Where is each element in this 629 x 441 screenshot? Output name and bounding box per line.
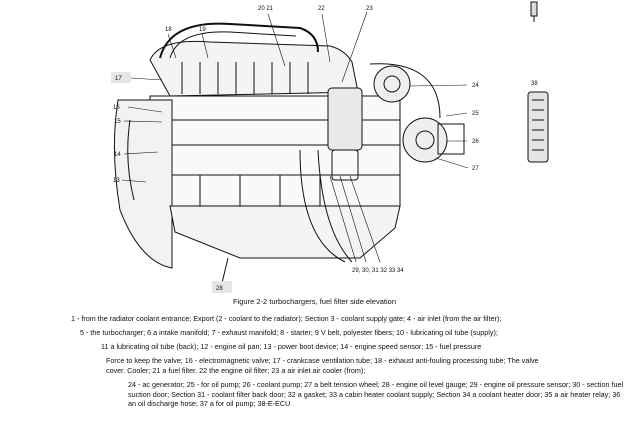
water-pump-pulley (402, 117, 448, 163)
legend-line-4: Force to keep the valve; 16 - electromag… (106, 356, 539, 365)
dipstick-part (530, 1, 538, 17)
callout-25: 25 (472, 111, 479, 117)
flywheel-housing (113, 99, 173, 269)
callout-22: 22 (318, 6, 325, 12)
callout-14: 14 (114, 152, 121, 158)
callout-18: 18 (165, 27, 172, 33)
generator-pulley (373, 65, 411, 103)
callout-23: 23 (366, 6, 373, 12)
fuel-filter (327, 87, 363, 151)
callout-15: 15 (114, 119, 121, 125)
legend-line-5: cover. Cooler; 21 a fuel filter. 22 the … (106, 366, 366, 375)
legend-line-2: 5 - the turbocharger; 6 a intake manifol… (80, 328, 498, 337)
engine-side-elevation-drawing: 13 14 15 16 17 18 19 20 21 22 23 24 25 2… (111, 1, 549, 293)
callout-38: 38 (531, 81, 538, 87)
callout-16: 16 (113, 105, 120, 111)
figure-caption: Figure 2-2 turbochargers, fuel filter si… (232, 297, 396, 306)
callout-27: 27 (472, 166, 479, 172)
callout-17: 17 (115, 76, 122, 82)
callout-13: 13 (113, 178, 120, 184)
callout-24: 24 (472, 83, 479, 89)
callout-26: 26 (472, 139, 479, 145)
callout-20-21: 20 21 (258, 6, 274, 12)
legend-line-6: 24 - ac generator; 25 - for oil pump; 26… (128, 380, 624, 408)
callout-19: 19 (199, 27, 206, 33)
oil-pan (169, 205, 401, 259)
manifold-ribs (181, 62, 309, 94)
legend-line-1: 1 - from the radiator coolant entrance; … (71, 314, 502, 323)
callout-29-34: 29, 30, 31 32 33 34 (352, 268, 404, 274)
callout-28: 28 (216, 286, 223, 292)
legend-line-3: 11 a lubricating oil tube (back); 12 - e… (101, 342, 482, 351)
ecu-module (527, 91, 549, 163)
